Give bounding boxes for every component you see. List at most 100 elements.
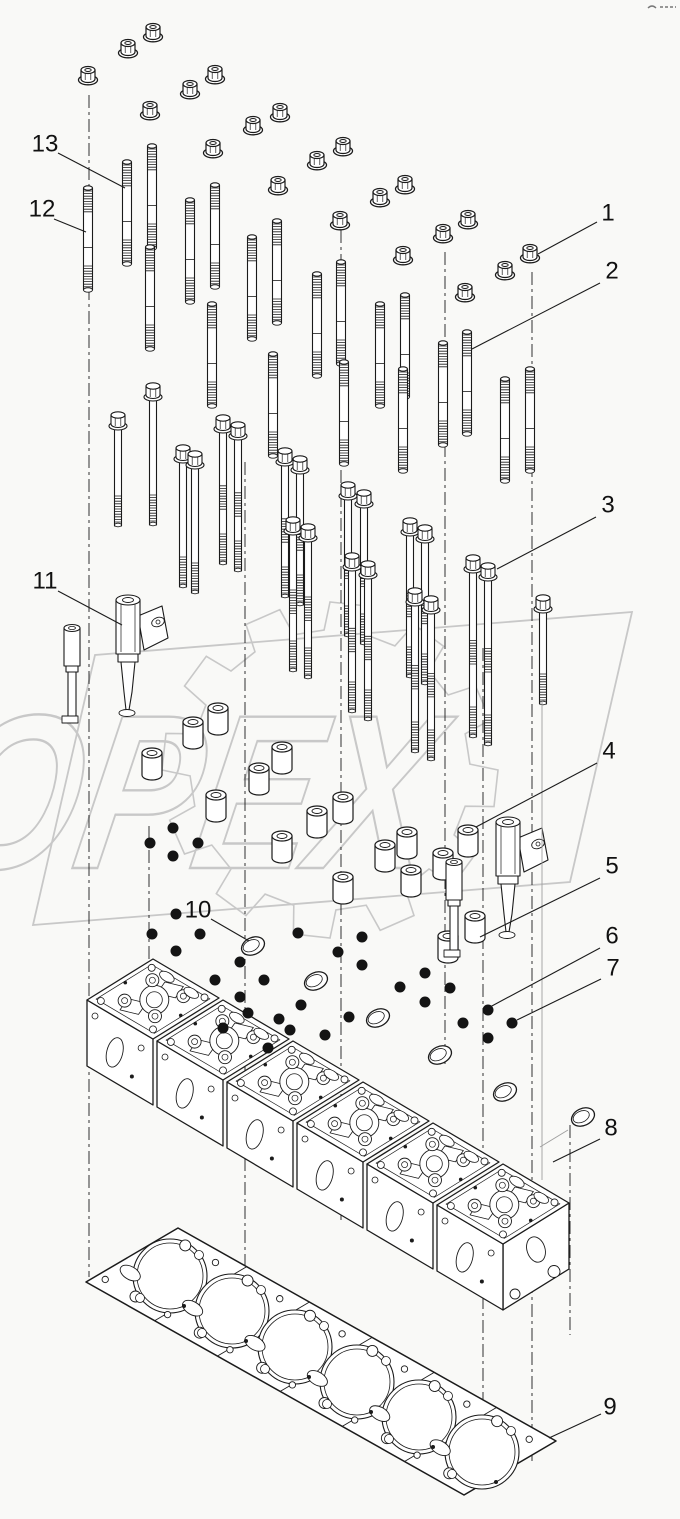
stud bbox=[338, 359, 350, 467]
seal-ball bbox=[343, 1011, 355, 1023]
seal-ball bbox=[167, 822, 179, 834]
stud bbox=[335, 259, 347, 367]
flange-nut bbox=[269, 102, 291, 123]
callout-9: 9 bbox=[548, 1394, 617, 1439]
stud bbox=[82, 185, 94, 293]
cylinder-head-block bbox=[86, 958, 220, 1106]
head-bolt bbox=[213, 414, 233, 566]
callout-11: 11 bbox=[33, 568, 123, 626]
callout-1: 1 bbox=[537, 200, 615, 255]
stud bbox=[184, 197, 196, 305]
stud bbox=[121, 159, 133, 267]
seal-ball bbox=[209, 974, 221, 986]
leader-line bbox=[537, 221, 598, 255]
seal-ball bbox=[506, 1017, 518, 1029]
head-bolt bbox=[143, 382, 163, 527]
seal-ball bbox=[242, 1007, 254, 1019]
flange-nut bbox=[306, 150, 328, 171]
seal-ball bbox=[482, 1032, 494, 1044]
flange-nut bbox=[394, 174, 416, 195]
cup-plugs bbox=[240, 936, 596, 1127]
spacer-sleeve bbox=[396, 826, 418, 860]
injector bbox=[443, 857, 463, 958]
callout-number: 12 bbox=[29, 196, 56, 223]
studs bbox=[82, 143, 536, 484]
callout-number: 6 bbox=[605, 923, 618, 950]
flange-nut bbox=[494, 260, 516, 281]
cup-plug bbox=[492, 1082, 518, 1102]
callout-number: 5 bbox=[605, 853, 618, 880]
seal-ball bbox=[217, 1022, 229, 1034]
head-gasket bbox=[85, 1227, 557, 1496]
cylinder-head-block bbox=[366, 1122, 500, 1270]
cylinder-head-block bbox=[226, 1040, 360, 1188]
leader-line bbox=[471, 282, 601, 350]
seal-ball bbox=[170, 945, 182, 957]
flange-nut bbox=[77, 65, 99, 86]
flange-nut bbox=[329, 210, 351, 231]
stud bbox=[271, 218, 283, 326]
leader-line bbox=[479, 877, 601, 938]
head-bolt bbox=[405, 587, 425, 754]
callout-number: 7 bbox=[606, 955, 619, 982]
leader-line bbox=[53, 218, 87, 233]
seal-ball bbox=[234, 956, 246, 968]
leader-line bbox=[548, 1413, 602, 1439]
seal-ball bbox=[444, 982, 456, 994]
seal-ball bbox=[292, 927, 304, 939]
seal-ball bbox=[295, 999, 307, 1011]
injector-assemblies bbox=[61, 594, 549, 958]
cup-plug bbox=[303, 971, 329, 991]
spacer-sleeve bbox=[248, 762, 270, 796]
spacer-sleeve bbox=[141, 747, 163, 781]
seal-ball bbox=[258, 974, 270, 986]
head-bolt bbox=[533, 594, 553, 706]
flange-nut bbox=[142, 22, 164, 43]
stud bbox=[246, 234, 258, 342]
leader-line bbox=[57, 590, 123, 626]
leader-line bbox=[496, 516, 597, 570]
seal-ball bbox=[419, 996, 431, 1008]
stud bbox=[461, 329, 473, 437]
head-bolt bbox=[228, 421, 248, 573]
callout-number: 11 bbox=[33, 568, 58, 595]
head-bolt bbox=[342, 552, 362, 714]
spacer-sleeve bbox=[205, 789, 227, 823]
flange-nut bbox=[204, 64, 226, 85]
flange-nut bbox=[267, 175, 289, 196]
cylinder-head-block bbox=[156, 999, 290, 1147]
stud bbox=[267, 351, 279, 459]
seal-ball bbox=[356, 931, 368, 943]
cylinder-head-blocks bbox=[86, 958, 570, 1311]
spacer-sleeve bbox=[271, 741, 293, 775]
seal-ball bbox=[144, 837, 156, 849]
spacer-sleeve bbox=[400, 864, 422, 898]
cup-plug bbox=[365, 1008, 391, 1028]
seal-ball bbox=[356, 959, 368, 971]
flange-nut bbox=[179, 79, 201, 100]
seal-ball bbox=[319, 1029, 331, 1041]
callout-13: 13 bbox=[32, 131, 126, 189]
callout-4: 4 bbox=[475, 738, 616, 828]
stud bbox=[209, 182, 221, 290]
seal-ball bbox=[284, 1024, 296, 1036]
flange-nut bbox=[457, 209, 479, 230]
callout-number: 8 bbox=[604, 1115, 617, 1142]
injector-assembly bbox=[115, 594, 169, 717]
seal-ball bbox=[482, 1004, 494, 1016]
callout-number: 3 bbox=[601, 492, 614, 519]
spacer-sleeve bbox=[332, 871, 354, 905]
callout-10: 10 bbox=[185, 897, 250, 942]
leader-line bbox=[475, 762, 598, 828]
spacer-sleeves bbox=[141, 702, 486, 964]
seal-ball bbox=[273, 1013, 285, 1025]
callout-3: 3 bbox=[496, 492, 615, 570]
cylinder-head-block bbox=[436, 1163, 570, 1311]
callout-number: 10 bbox=[185, 897, 212, 924]
stud bbox=[311, 271, 323, 379]
stud bbox=[374, 301, 386, 409]
seal-ball bbox=[192, 837, 204, 849]
